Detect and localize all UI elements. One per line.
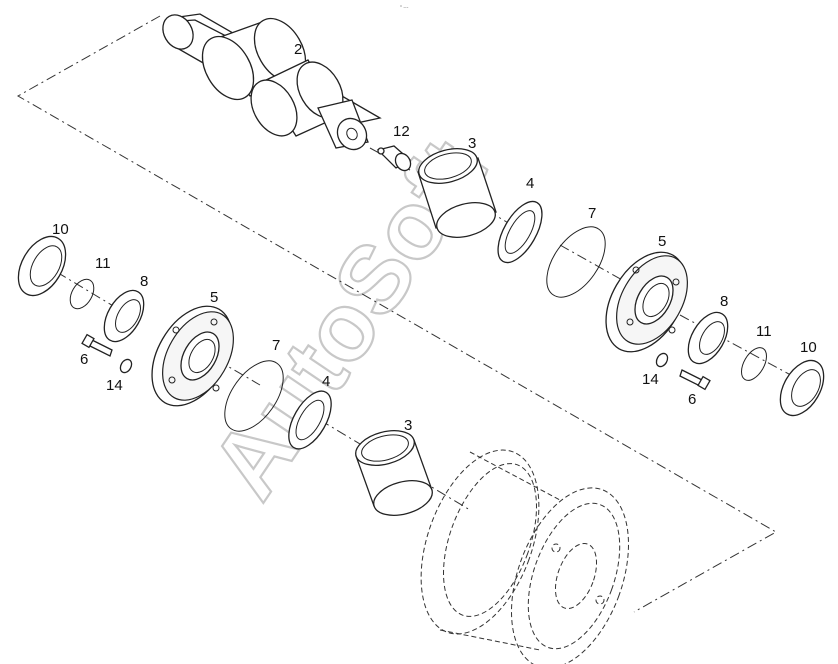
- callout-14-left: 14: [106, 377, 123, 394]
- flange-part-5-right: [605, 251, 688, 353]
- callout-11-right: 11: [756, 323, 772, 340]
- wheel-rim-outline: [420, 449, 629, 664]
- o-ring-part-7-upper: [546, 226, 606, 298]
- callout-5-right: 5: [658, 233, 666, 250]
- callout-11-left: 11: [95, 255, 111, 272]
- callout-2: 2: [294, 41, 302, 58]
- washer-part-4-lower: [288, 390, 332, 450]
- seal-part-8-left: [103, 289, 145, 343]
- bolt-part-6-left: [81, 333, 113, 357]
- bolt-part-6-right: [679, 369, 711, 391]
- washer-part-14-left: [119, 358, 133, 374]
- plug-part-12: [376, 145, 412, 172]
- callout-4-upper: 4: [526, 175, 534, 192]
- o-ring-part-7-lower: [224, 360, 284, 432]
- callout-6-left: 6: [80, 351, 88, 368]
- assembly-outline: [16, 15, 778, 613]
- seal-part-8-right: [687, 311, 729, 365]
- callout-3-upper: 3: [468, 135, 476, 152]
- callout-5-left: 5: [210, 289, 218, 306]
- cap-part-10-right: [779, 359, 825, 417]
- cap-part-10-left: [17, 235, 67, 297]
- ring-part-11-left: [69, 278, 95, 310]
- bushing-part-3-upper: [417, 148, 497, 238]
- axis-lower: [39, 261, 471, 511]
- callout-4-lower: 4: [322, 373, 330, 390]
- callout-10-left: 10: [52, 221, 69, 238]
- flange-part-5-left: [151, 305, 234, 407]
- callout-7-upper: 7: [588, 205, 596, 222]
- ring-part-11-right: [741, 347, 767, 381]
- callout-14-right: 14: [642, 371, 659, 388]
- shaft-part-2: [162, 13, 382, 151]
- washer-part-14-right: [655, 352, 669, 368]
- callout-3-lower: 3: [404, 417, 412, 434]
- bushing-part-3-lower: [355, 430, 433, 516]
- callout-6-right: 6: [688, 391, 696, 408]
- washer-part-4-upper: [497, 200, 543, 264]
- corner-mark: ° ---: [400, 5, 409, 11]
- callout-7-lower: 7: [272, 337, 280, 354]
- callout-12: 12: [393, 123, 410, 140]
- callout-8-left: 8: [140, 273, 148, 290]
- callout-10-right: 10: [800, 339, 817, 356]
- callout-8-right: 8: [720, 293, 728, 310]
